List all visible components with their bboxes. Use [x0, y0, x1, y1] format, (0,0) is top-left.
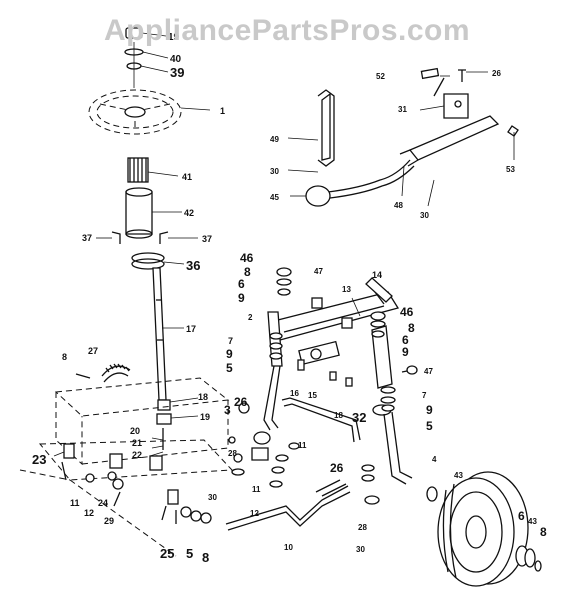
- callout: 29: [104, 516, 114, 526]
- callout: 11: [70, 498, 80, 508]
- callout: 8: [62, 352, 67, 362]
- callout: 52: [376, 72, 385, 81]
- callout: 6: [238, 277, 245, 291]
- callout: 18: [334, 411, 343, 420]
- callout: 43: [528, 517, 537, 526]
- callout: 47: [424, 367, 433, 376]
- spindle-stack-parts: [269, 267, 418, 412]
- callout: 18: [198, 392, 208, 402]
- axle-beam: [269, 291, 400, 366]
- callout: 6: [518, 509, 525, 523]
- callout: 3: [224, 403, 231, 417]
- drag-link-10: [225, 479, 351, 531]
- callout: 48: [394, 201, 403, 210]
- callout: 10: [284, 543, 293, 552]
- knob-45: [305, 185, 331, 207]
- callout: 21: [132, 438, 142, 448]
- callout: 4: [432, 455, 437, 464]
- callout: 42: [184, 208, 194, 218]
- callout: 7: [422, 391, 427, 400]
- callout: 32: [352, 410, 366, 425]
- callout: 30: [420, 211, 429, 220]
- callout: 53: [506, 165, 515, 174]
- callout: 8: [540, 525, 547, 539]
- callout: 9: [226, 347, 233, 361]
- callout: 23: [32, 452, 46, 467]
- watermark: AppliancePartsPros.com: [103, 14, 471, 47]
- lever-49: [317, 89, 335, 167]
- callout: 43: [454, 471, 463, 480]
- callout: 24: [98, 498, 108, 508]
- callout: 30: [208, 493, 217, 502]
- bushing-36: [131, 252, 165, 270]
- callout: 9: [402, 345, 409, 359]
- spindle-left: [253, 311, 283, 445]
- callout: 28: [228, 449, 237, 458]
- callout: 46: [400, 305, 414, 319]
- hardware-bottom-left: [85, 471, 212, 524]
- callout: 15: [308, 391, 317, 400]
- callout: 40: [170, 54, 182, 65]
- front-wheel: [437, 471, 542, 587]
- callout: 27: [88, 346, 98, 356]
- steering-wheel: [88, 89, 182, 135]
- callout: 30: [270, 167, 279, 176]
- callout: 26: [330, 461, 344, 475]
- callout: 5: [186, 546, 193, 561]
- linkage-hardware: [228, 402, 438, 505]
- callout: 49: [270, 135, 279, 144]
- callout: 5: [426, 419, 433, 433]
- callout: 26: [492, 69, 501, 78]
- lift-rod: [327, 115, 519, 199]
- callout: 28: [358, 523, 367, 532]
- mount-bracket: [19, 377, 234, 557]
- callout: 19: [200, 412, 210, 422]
- callout-labels: 19 40 39 1 41 42 37 37 36 17 8 27 18 19 …: [32, 32, 547, 565]
- callout: 14: [372, 270, 382, 280]
- steering-pins: [111, 231, 169, 244]
- callout: 47: [314, 267, 323, 276]
- callout: 22: [132, 450, 142, 460]
- callout: 8: [408, 321, 415, 335]
- callout: 26: [234, 395, 248, 409]
- callout: 7: [228, 336, 233, 346]
- callout: 25: [160, 546, 174, 561]
- callout: 36: [186, 258, 200, 273]
- callout: 39: [170, 65, 184, 80]
- callout: 9: [426, 403, 433, 417]
- callout: 2: [248, 313, 253, 322]
- tie-rod-32: [281, 397, 361, 443]
- callout: 5: [226, 361, 233, 375]
- callout: 6: [402, 333, 409, 347]
- callout: 45: [270, 193, 279, 202]
- steering-shaft: [152, 267, 167, 401]
- callout: 13: [342, 285, 351, 294]
- callout: 46: [240, 251, 254, 265]
- callout: 41: [182, 172, 192, 182]
- callout: 17: [186, 324, 196, 334]
- callout: 19: [168, 32, 180, 43]
- callout: 11: [252, 485, 261, 494]
- splined-adapter: [127, 157, 149, 183]
- leader-lines: [53, 32, 515, 457]
- callout: 30: [356, 545, 365, 554]
- callout: 1: [220, 106, 225, 116]
- steering-gear-27: [75, 363, 131, 383]
- callout: 9: [238, 291, 245, 305]
- callout: 37: [82, 233, 92, 243]
- callout: 20: [130, 426, 140, 436]
- callout: 37: [202, 234, 212, 244]
- steering-bushing: [125, 187, 153, 239]
- callout: 8: [202, 550, 209, 565]
- callout: 8: [244, 265, 251, 279]
- callout: 31: [398, 105, 407, 114]
- bracket-31: [420, 67, 469, 119]
- callout: 12: [250, 509, 259, 518]
- callout: 11: [298, 441, 307, 450]
- callout: 16: [290, 389, 299, 398]
- spindle-right: [371, 325, 413, 485]
- callout: 12: [84, 508, 94, 518]
